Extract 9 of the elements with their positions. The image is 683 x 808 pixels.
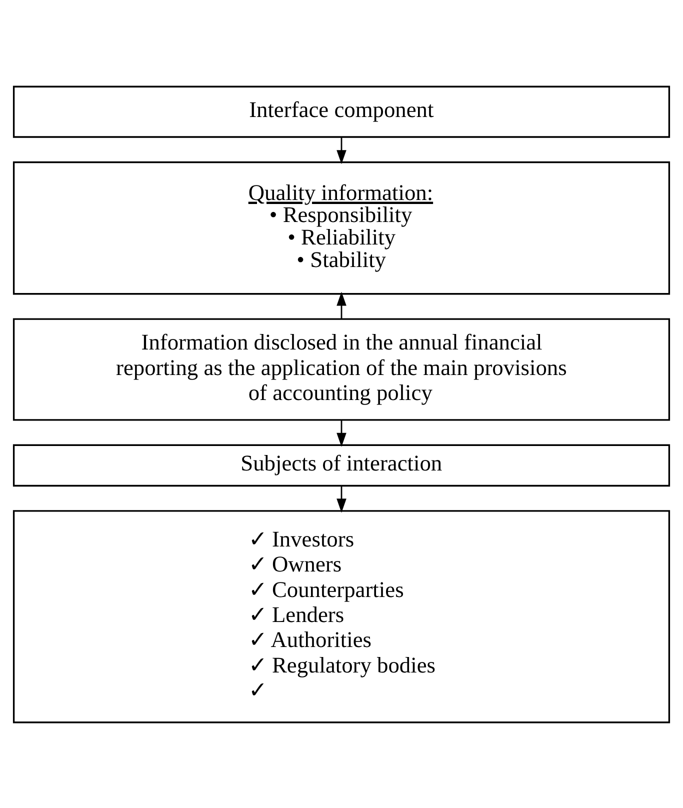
arrow	[336, 420, 346, 446]
node-box: Interface component	[12, 85, 670, 138]
arrow	[336, 291, 346, 318]
node-box: Subjects of interaction	[12, 444, 670, 486]
node-box: Information disclosed in the annual financial reporting as the application of the main provisions of accounting policy	[12, 318, 670, 420]
arrow	[336, 136, 346, 164]
node-box: ✓ Investors ✓ Owners ✓ Counterparties ✓ Lenders ✓ Authorities ✓ Regulatory bodies ✓	[12, 510, 670, 723]
node-box: Quality information: • Responsibility • Reliability • Stability	[12, 160, 670, 294]
arrow	[336, 486, 346, 512]
